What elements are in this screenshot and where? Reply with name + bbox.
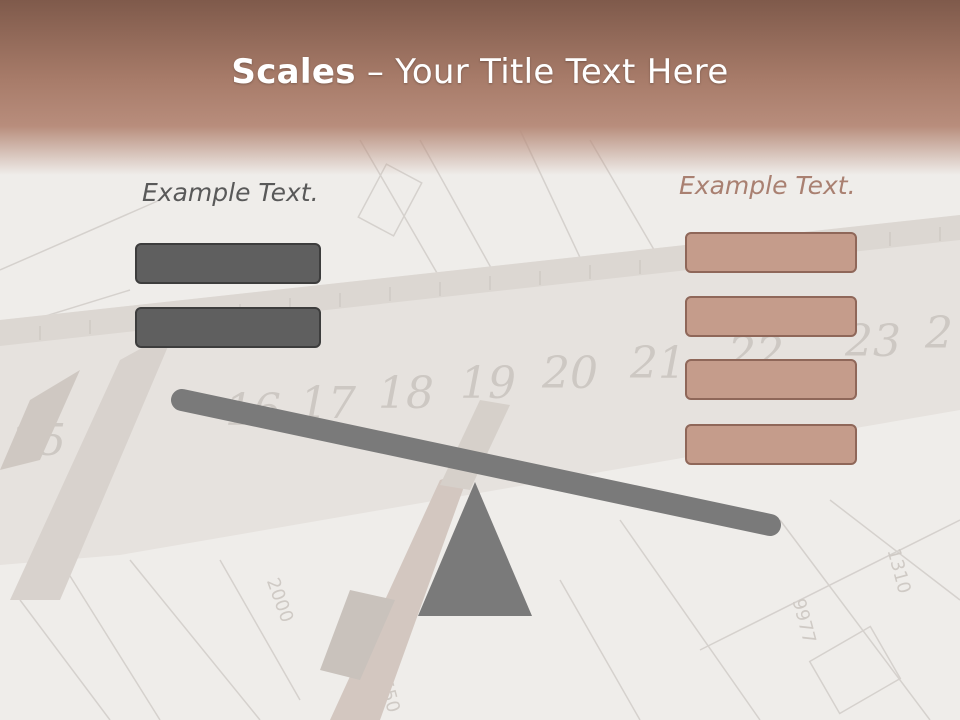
- ruler-number: 19: [460, 358, 516, 409]
- left-box: [135, 243, 321, 284]
- right-label: Example Text.: [679, 171, 856, 200]
- right-box: [685, 232, 857, 273]
- ruler-number: 2: [924, 308, 953, 359]
- title-band: [0, 0, 960, 175]
- right-box: [685, 424, 857, 465]
- left-label: Example Text.: [142, 178, 319, 207]
- right-box: [685, 296, 857, 337]
- left-box: [135, 307, 321, 348]
- ruler-number: 18: [378, 368, 434, 419]
- slide-title: Scales – Your Title Text Here: [0, 52, 960, 92]
- scale-fulcrum: [418, 482, 532, 616]
- scale-beam: [171, 389, 781, 536]
- ruler-number: 20: [541, 348, 598, 399]
- title-rest: – Your Title Text Here: [355, 52, 729, 92]
- ruler-number: 21: [629, 338, 686, 389]
- right-box: [685, 359, 857, 400]
- title-bold: Scales: [231, 52, 356, 92]
